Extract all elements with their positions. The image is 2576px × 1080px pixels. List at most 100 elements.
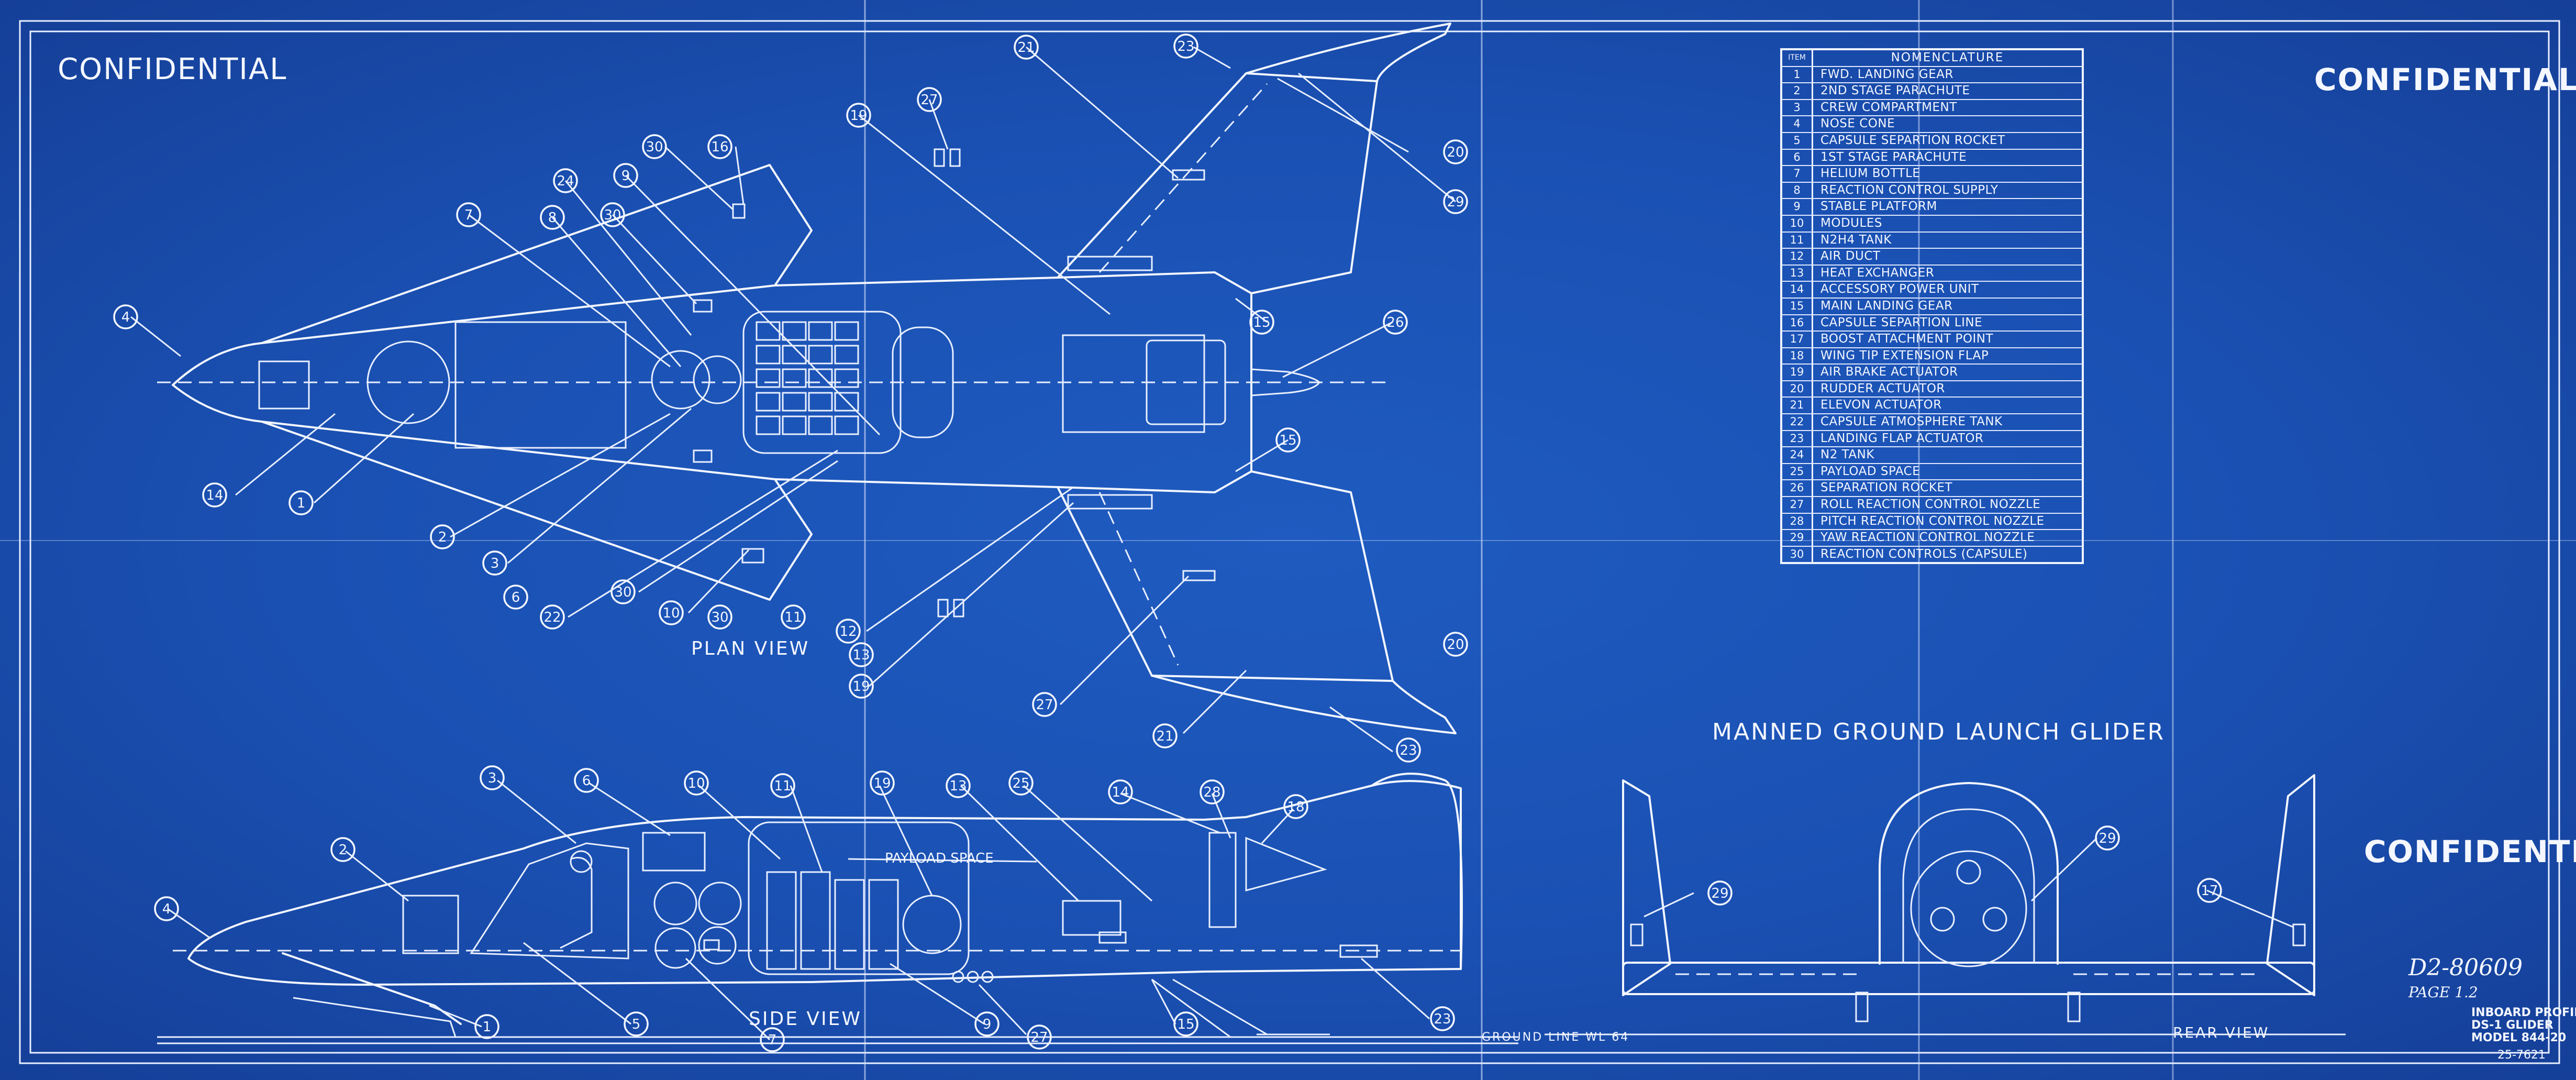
nomenclature-item-number: 3 <box>1782 100 1813 116</box>
svg-text:19: 19 <box>873 776 891 791</box>
nomenclature-item-name: LANDING FLAP ACTUATOR <box>1820 431 1984 445</box>
svg-text:12: 12 <box>839 624 857 640</box>
callout-side-18: 18 <box>1283 794 1308 819</box>
nomenclature-item-name: NOSE CONE <box>1820 117 1895 131</box>
callout-plan-12: 12 <box>836 619 861 644</box>
svg-text:18: 18 <box>1287 799 1304 815</box>
confidential-mark-top-left: CONFIDENTIAL <box>58 52 287 86</box>
nomenclature-item-number: 14 <box>1782 282 1813 297</box>
nomenclature-item-number: 22 <box>1782 414 1813 430</box>
nomenclature-item-name: MODULES <box>1820 216 1882 230</box>
drawing-title: MANNED GROUND LAUNCH GLIDER <box>1712 719 2166 745</box>
nomenclature-row: 11 N2H4 TANK <box>1782 232 2082 249</box>
svg-text:30: 30 <box>711 610 728 625</box>
svg-text:23: 23 <box>1434 1011 1451 1027</box>
callout-plan-30: 30 <box>610 579 636 604</box>
svg-text:21: 21 <box>1156 729 1173 744</box>
nomenclature-item-name: PAYLOAD SPACE <box>1820 464 1920 478</box>
svg-text:6: 6 <box>582 773 591 789</box>
confidential-mark-bottom-right: CONFIDENTIAI <box>2364 834 2576 869</box>
nomenclature-item-name: REACTION CONTROL SUPPLY <box>1820 183 1998 197</box>
nomenclature-item-number: 25 <box>1782 464 1813 480</box>
nomenclature-item-name: N2 TANK <box>1820 448 1874 462</box>
nomenclature-item-name: YAW REACTION CONTROL NOZZLE <box>1820 531 2035 545</box>
svg-text:28: 28 <box>1203 785 1220 800</box>
svg-text:21: 21 <box>1017 40 1035 56</box>
callout-plan-11: 11 <box>781 604 806 630</box>
callout-plan-6: 6 <box>503 585 528 610</box>
nomenclature-item-number: 20 <box>1782 381 1813 397</box>
nomenclature-item-name: N2H4 TANK <box>1820 233 1892 247</box>
callout-plan-3: 3 <box>482 550 507 576</box>
callout-plan-2: 2 <box>430 524 455 549</box>
svg-text:25: 25 <box>1012 776 1029 791</box>
callout-plan-29: 29 <box>1443 189 1468 214</box>
inner-border <box>29 30 2550 1054</box>
nomenclature-row: 23 LANDING FLAP ACTUATOR <box>1782 431 2082 448</box>
drawing-number: D2-80609 <box>2408 954 2523 981</box>
svg-text:11: 11 <box>774 778 791 794</box>
svg-text:10: 10 <box>687 776 705 791</box>
nomenclature-row: 25 PAYLOAD SPACE <box>1782 464 2082 481</box>
nomenclature-item-number: 4 <box>1782 116 1813 132</box>
callout-plan-10: 10 <box>659 600 684 625</box>
callout-side-11: 11 <box>770 773 795 798</box>
svg-text:4: 4 <box>121 310 130 325</box>
payload-space-label: PAYLOAD SPACE <box>885 851 994 866</box>
nomenclature-item-number: 16 <box>1782 315 1813 331</box>
svg-text:13: 13 <box>852 647 870 663</box>
svg-text:24: 24 <box>557 173 574 189</box>
svg-text:22: 22 <box>543 610 561 625</box>
nomenclature-item-name: CAPSULE ATMOSPHERE TANK <box>1820 415 2003 429</box>
svg-text:16: 16 <box>711 139 728 155</box>
nomenclature-item-number: 11 <box>1782 232 1813 248</box>
nomenclature-item-number: 23 <box>1782 431 1813 447</box>
callout-side-15: 15 <box>1173 1011 1198 1037</box>
title-block-number: 25-7621 <box>2497 1049 2546 1062</box>
svg-text:29: 29 <box>1711 886 1728 901</box>
svg-text:17: 17 <box>2201 883 2218 899</box>
nomenclature-item-name: CAPSULE SEPARTION ROCKET <box>1820 133 2005 147</box>
nomenclature-item-name: STABLE PLATFORM <box>1820 200 1937 214</box>
callout-plan-30: 30 <box>642 134 667 159</box>
callout-plan-22: 22 <box>540 604 565 630</box>
svg-text:11: 11 <box>784 610 802 625</box>
nomenclature-item-number: 30 <box>1782 546 1813 563</box>
svg-text:20: 20 <box>1447 637 1464 653</box>
svg-text:3: 3 <box>488 770 497 786</box>
nomenclature-item-number: 27 <box>1782 497 1813 513</box>
svg-text:14: 14 <box>1112 785 1129 800</box>
nomenclature-item-name: SEPARATION ROCKET <box>1820 481 1953 495</box>
callout-plan-27: 27 <box>1032 692 1057 717</box>
callout-plan-20: 20 <box>1443 632 1468 657</box>
callout-plan-15: 15 <box>1275 427 1301 453</box>
nomenclature-item-number: 13 <box>1782 265 1813 281</box>
nomenclature-item-number: 9 <box>1782 199 1813 215</box>
callout-plan-1: 1 <box>288 490 314 515</box>
nomenclature-item-name: 1ST STAGE PARACHUTE <box>1820 150 1967 164</box>
callout-side-27: 27 <box>1027 1024 1052 1050</box>
title-block-title: INBOARD PROFIL DS-1 GLIDER MODEL 844-20 <box>2471 1006 2576 1044</box>
callout-side-2: 2 <box>330 837 356 862</box>
svg-text:3: 3 <box>491 556 499 571</box>
callout-side-28: 28 <box>1200 779 1225 805</box>
nomenclature-row: 22 CAPSULE ATMOSPHERE TANK <box>1782 414 2082 431</box>
svg-text:2: 2 <box>339 842 348 858</box>
nomenclature-item-name: HELIUM BOTTLE <box>1820 167 1920 181</box>
callout-side-6: 6 <box>574 768 599 793</box>
callout-side-9: 9 <box>974 1011 1000 1037</box>
callout-plan-21: 21 <box>1152 723 1178 748</box>
